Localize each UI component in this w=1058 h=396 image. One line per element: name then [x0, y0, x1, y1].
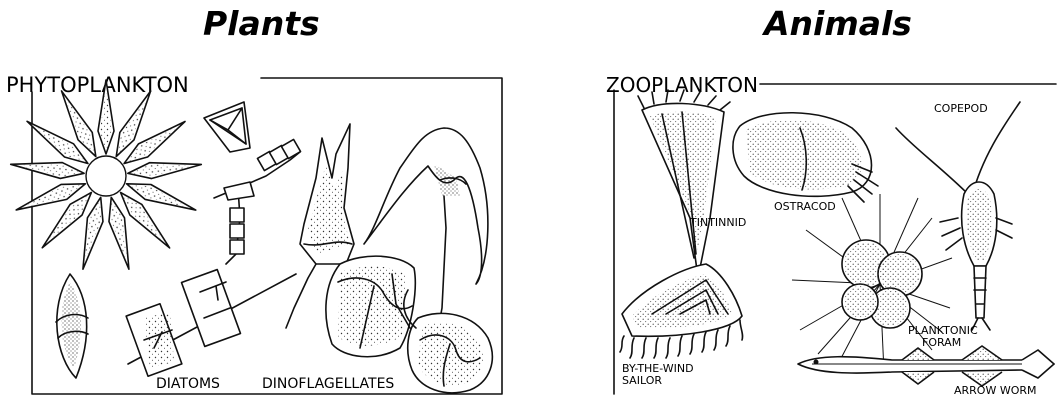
dinoflagellates-label: DINOFLAGELLATES: [262, 376, 394, 392]
ostracod-label: OSTRACOD: [774, 200, 836, 213]
animals-heading: Animals: [764, 4, 912, 43]
chain-diatom: [214, 139, 301, 264]
plants-heading: Plants: [203, 4, 320, 43]
phytoplankton-panel: PHYTOPLANKTON: [4, 68, 508, 396]
round-dinoflagellate: [404, 290, 492, 393]
tintinnid: [638, 90, 730, 278]
zooplankton-illustration: ZOOPLANKTON TINTINNID OSTRACOD COPE: [602, 68, 1058, 396]
armored-dinoflagellate: [326, 256, 415, 357]
diatoms-label: DIATOMS: [156, 376, 220, 392]
pennate-diatom: [56, 274, 88, 378]
ostracod: [733, 113, 878, 202]
phytoplankton-title: PHYTOPLANKTON: [6, 73, 189, 97]
arrow-worm-label: ARROW WORM: [954, 384, 1037, 396]
zooplankton-panel: ZOOPLANKTON TINTINNID OSTRACOD COPE: [602, 68, 1058, 396]
phytoplankton-illustration: PHYTOPLANKTON: [4, 68, 508, 396]
arrow-worm: [798, 346, 1054, 386]
triangle-diatom: [204, 102, 250, 152]
by-the-wind-label-line2: SAILOR: [622, 374, 662, 387]
by-the-wind-sailor: [620, 264, 743, 358]
planktonic-foram-label-line2: FORAM: [922, 336, 961, 349]
tintinnid-label: TINTINNID: [689, 216, 746, 229]
chain-diatom-on-rod: [126, 270, 296, 377]
copepod-label: COPEPOD: [934, 102, 988, 115]
star-diatom-colony: [10, 80, 203, 271]
